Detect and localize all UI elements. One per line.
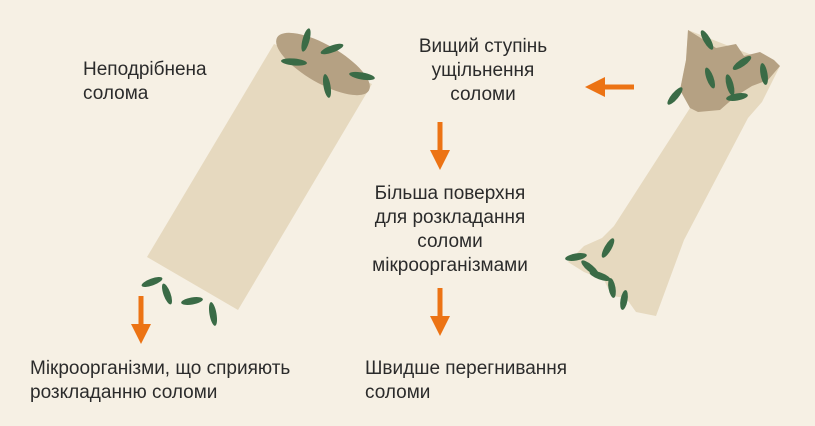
label-compaction-line-3: соломи [450, 84, 516, 105]
label-microbes: Мікроорганізми, що сприяють розкладанню … [30, 357, 290, 405]
label-surface-line-3: соломи [417, 231, 483, 252]
shredded-straw-fibres [680, 30, 780, 112]
label-faster-line-1: Швидше перегнивання [365, 358, 568, 379]
label-surface: Більша поверхня для розкладання соломи м… [352, 182, 548, 278]
label-surface-line-2: для розкладання [374, 207, 526, 228]
shredded-straw-illustration [565, 30, 780, 316]
microbes-bottom [141, 277, 218, 326]
label-whole-straw: Неподрібнена солома [83, 58, 207, 106]
whole-straw-cut-end [276, 32, 370, 96]
label-microbes-line-2: розкладанню соломи [30, 382, 218, 403]
label-faster-line-2: соломи [365, 382, 431, 403]
microbes-shredded [565, 30, 768, 310]
label-whole-straw-line-1: Неподрібнена [83, 59, 207, 80]
label-faster: Швидше перегнивання соломи [365, 357, 567, 405]
label-compaction: Вищий ступінь ущільнення соломи [395, 35, 571, 107]
whole-straw-illustration [141, 28, 375, 326]
label-whole-straw-line-2: солома [83, 83, 149, 104]
label-surface-line-4: мікроорганізмами [372, 255, 528, 276]
label-microbes-line-1: Мікроорганізми, що сприяють [30, 358, 291, 379]
label-compaction-line-2: ущільнення [431, 60, 535, 81]
label-compaction-line-1: Вищий ступінь [418, 36, 548, 57]
microbes-top [281, 28, 375, 98]
whole-straw-body [147, 44, 372, 310]
label-surface-line-1: Більша поверхня [374, 183, 526, 204]
